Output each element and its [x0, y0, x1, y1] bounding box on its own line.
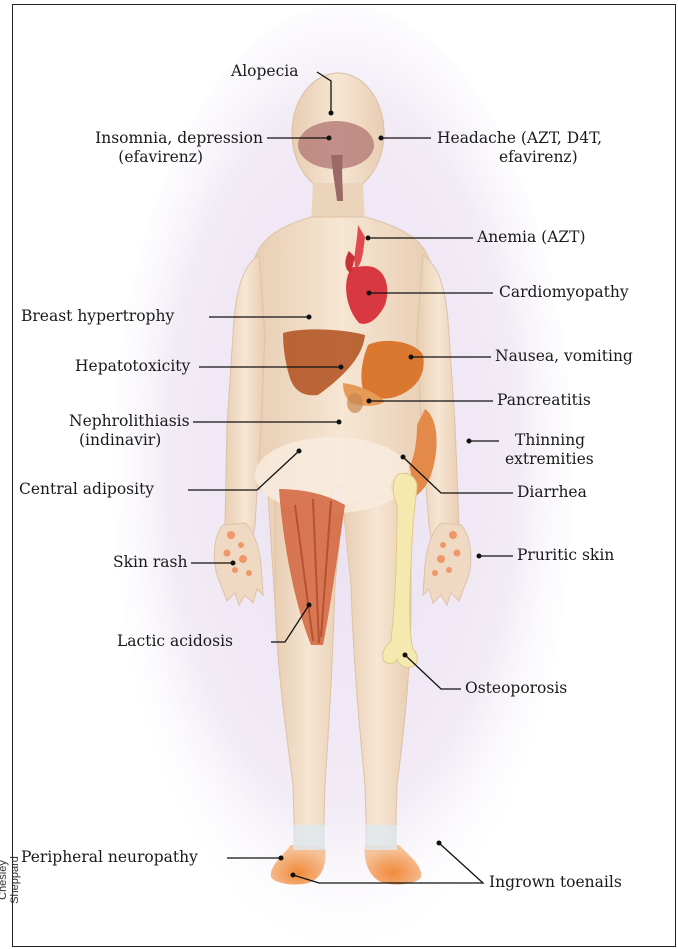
- label-thinning-line2: extremities: [505, 450, 594, 469]
- label-insomnia-line1: Insomnia, depression: [53, 129, 263, 148]
- label-breast-hypertrophy: Breast hypertrophy: [21, 307, 174, 326]
- label-anemia: Anemia (AZT): [477, 228, 586, 247]
- label-headache-line1: Headache (AZT, D4T,: [437, 129, 602, 148]
- label-thinning-line1: Thinning: [505, 431, 594, 450]
- illustrator-credit: Chesley Sheppard: [0, 835, 21, 925]
- label-pancreatitis: Pancreatitis: [497, 391, 591, 410]
- label-hepatotoxicity: Hepatotoxicity: [75, 357, 190, 376]
- label-insomnia-line2: (efavirenz): [53, 148, 263, 167]
- label-osteoporosis: Osteoporosis: [465, 679, 567, 698]
- figure-frame: Alopecia Insomnia, depression (efavirenz…: [12, 4, 676, 947]
- label-diarrhea: Diarrhea: [517, 483, 587, 502]
- label-skin-rash: Skin rash: [113, 553, 187, 572]
- label-peripheral-neuropathy: Peripheral neuropathy: [21, 848, 198, 867]
- label-nephrolithiasis: Nephrolithiasis (indinavir): [69, 412, 190, 450]
- label-ingrown-toenails: Ingrown toenails: [489, 873, 622, 892]
- label-insomnia-depression: Insomnia, depression (efavirenz): [53, 129, 263, 167]
- label-headache: Headache (AZT, D4T, efavirenz): [437, 129, 602, 167]
- label-central-adiposity: Central adiposity: [19, 480, 154, 499]
- label-headache-line2: efavirenz): [437, 148, 602, 167]
- label-nausea-vomiting: Nausea, vomiting: [495, 347, 633, 366]
- label-cardiomyopathy: Cardiomyopathy: [499, 283, 629, 302]
- label-thinning-extremities: Thinning extremities: [505, 431, 594, 469]
- label-alopecia: Alopecia: [231, 62, 298, 81]
- kidney: [347, 393, 363, 413]
- label-pruritic-skin: Pruritic skin: [517, 546, 614, 565]
- label-nephro-line1: Nephrolithiasis: [69, 412, 190, 431]
- label-nephro-line2: (indinavir): [69, 431, 190, 450]
- label-lactic-acidosis: Lactic acidosis: [117, 632, 233, 651]
